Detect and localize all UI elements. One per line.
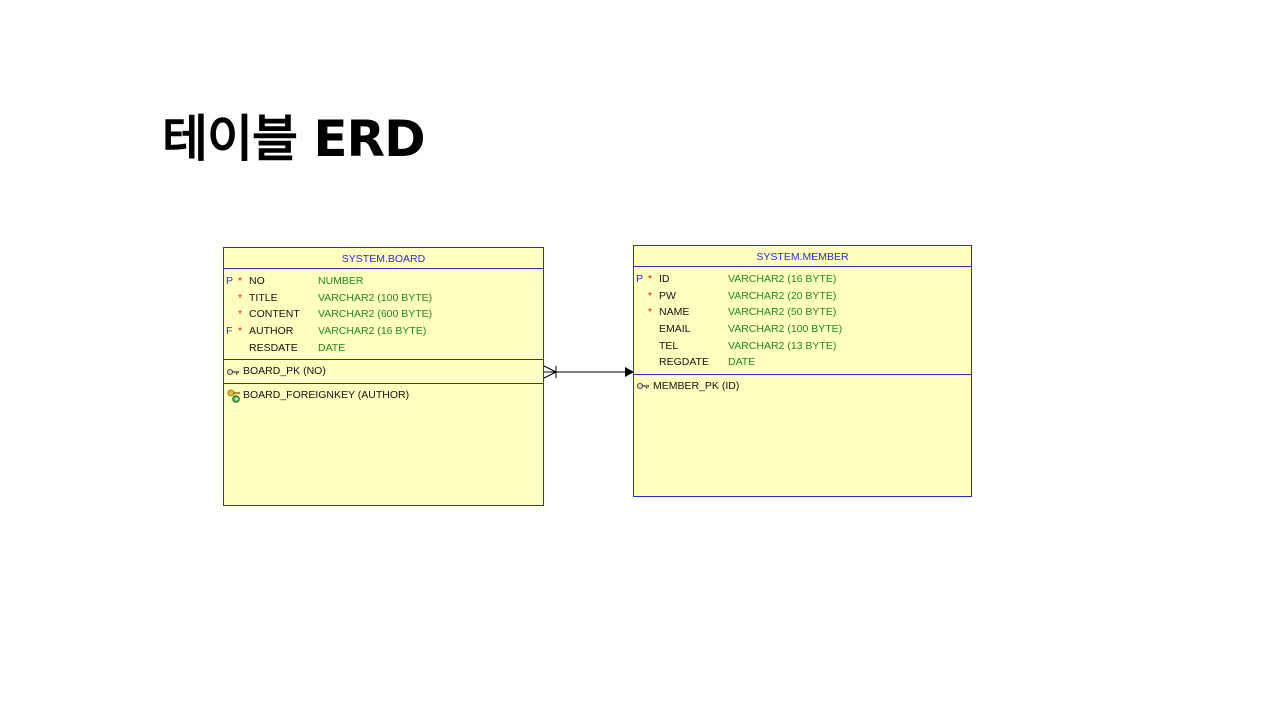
required-marker: * [648, 273, 653, 285]
foreign-key-icon [227, 389, 240, 403]
required-marker: * [238, 308, 243, 321]
member-primary-key-row[interactable]: MEMBER_PK (ID) [634, 375, 971, 398]
column-type: VARCHAR2 (100 BYTE) [728, 323, 843, 336]
required-marker: * [238, 325, 243, 338]
member-column-row[interactable]: P * ID VARCHAR2 (16 BYTE) [634, 271, 971, 288]
column-name: TEL [659, 339, 679, 352]
column-name: TITLE [249, 291, 278, 304]
column-name: RESDATE [249, 341, 298, 354]
member-table[interactable]: SYSTEM.MEMBER P * ID VARCHAR2 (16 BYTE) … [633, 245, 972, 497]
column-name: NO [249, 275, 265, 287]
column-type: VARCHAR2 (50 BYTE) [728, 306, 837, 319]
column-name: ID [659, 273, 670, 285]
column-type: NUMBER [318, 275, 364, 287]
member-column-row[interactable]: * PW VARCHAR2 (20 BYTE) [634, 288, 971, 305]
board-foreign-key-row[interactable]: BOARD_FOREIGNKEY (AUTHOR) [224, 384, 543, 407]
arrowhead [625, 367, 634, 377]
required-marker: * [648, 306, 653, 319]
column-name: CONTENT [249, 308, 300, 321]
member-table-header: SYSTEM.MEMBER [634, 246, 971, 267]
board-column-row[interactable]: F * AUTHOR VARCHAR2 (16 BYTE) [224, 323, 543, 340]
board-columns: P * NO NUMBER * TITLE VARCHAR2 (100 BYTE… [224, 269, 543, 361]
foreign-key-label: BOARD_FOREIGNKEY (AUTHOR) [243, 389, 410, 402]
primary-key-label: MEMBER_PK (ID) [653, 380, 740, 393]
member-column-row[interactable]: * NAME VARCHAR2 (50 BYTE) [634, 304, 971, 321]
column-name: AUTHOR [249, 325, 294, 338]
board-column-row[interactable]: * TITLE VARCHAR2 (100 BYTE) [224, 290, 543, 307]
crowfoot-upper [543, 365, 557, 373]
key-icon [227, 368, 239, 375]
required-marker: * [238, 275, 243, 287]
required-marker: * [648, 289, 653, 302]
board-column-row[interactable]: * CONTENT VARCHAR2 (600 BYTE) [224, 306, 543, 323]
board-table[interactable]: SYSTEM.BOARD P * NO NUMBER * TITLE VARCH… [223, 247, 544, 506]
column-name: PW [659, 289, 676, 302]
column-type: VARCHAR2 (13 BYTE) [728, 339, 837, 352]
column-type: VARCHAR2 (100 BYTE) [318, 291, 433, 304]
foreign-key-marker: F [226, 325, 233, 338]
column-name: NAME [659, 306, 690, 319]
column-type: VARCHAR2 (20 BYTE) [728, 289, 837, 302]
column-type: DATE [318, 341, 346, 354]
board-column-row[interactable]: P * NO NUMBER [224, 273, 543, 290]
member-column-row[interactable]: EMAIL VARCHAR2 (100 BYTE) [634, 321, 971, 338]
column-name: REGDATE [659, 356, 709, 369]
member-columns: P * ID VARCHAR2 (16 BYTE) * PW VARCHAR2 … [634, 267, 971, 376]
crowfoot-lower [543, 371, 557, 379]
column-type: VARCHAR2 (16 BYTE) [318, 325, 427, 338]
column-name: EMAIL [659, 323, 691, 336]
column-type: DATE [728, 356, 756, 369]
column-type: VARCHAR2 (600 BYTE) [318, 308, 433, 321]
primary-key-marker: P [226, 275, 234, 287]
primary-key-label: BOARD_PK (NO) [243, 365, 326, 378]
primary-key-marker: P [636, 273, 644, 285]
column-type: VARCHAR2 (16 BYTE) [728, 273, 837, 285]
member-column-row[interactable]: TEL VARCHAR2 (13 BYTE) [634, 338, 971, 355]
slide-title: 테이블 ERD [162, 110, 426, 168]
member-column-row[interactable]: REGDATE DATE [634, 354, 971, 371]
board-table-header: SYSTEM.BOARD [224, 248, 543, 269]
required-marker: * [238, 291, 243, 304]
board-primary-key-row[interactable]: BOARD_PK (NO) [224, 360, 543, 385]
board-column-row[interactable]: RESDATE DATE [224, 340, 543, 357]
key-icon [637, 383, 649, 390]
